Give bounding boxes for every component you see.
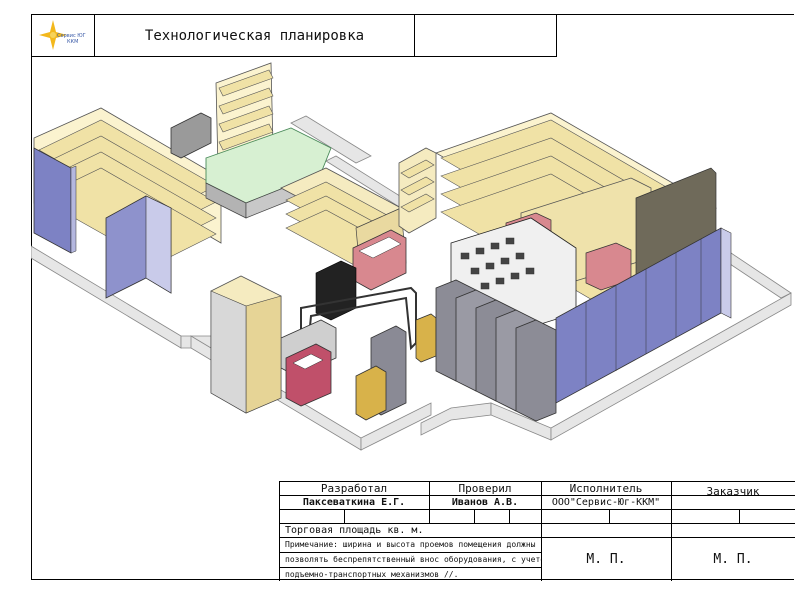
approval-stamp: Разработал Проверил Исполнитель Заказчик… [279,481,795,581]
store-layout-drawing [31,62,792,451]
floor-perimeter [31,115,792,451]
checker-name: Иванов А.В. [451,496,519,508]
drawing-sheet-border [31,14,794,580]
developed-label: Разработал [320,481,388,495]
customer-label: Заказчик [706,484,760,496]
title-block-empty-cell [415,14,557,57]
company-logo: Сервис ЮГ ККМ [31,14,95,57]
note-line-3: подъемно-транспортных механизмов //. [285,569,459,579]
executor-seal-placeholder: М. П. [586,551,626,567]
area-label: Торговая площадь кв. м. [285,524,424,536]
refrigerators-row [435,279,557,422]
logo-text-line1: Сервис ЮГ [57,33,86,39]
center-equipment-group [210,167,437,421]
logo-text-line2: ККМ [67,39,79,45]
left-shelving-group [33,62,332,299]
executor-label: Исполнитель [569,481,643,495]
developer-name: Паксеваткина Е.Г. [302,496,406,508]
logo-text: Сервис ЮГ ККМ [57,33,86,45]
note-line-1: Примечание: ширина и высота проемов поме… [285,540,536,549]
title-block: Сервис ЮГ ККМ Технологическая планировка [31,14,557,57]
customer-seal-placeholder: М. П. [713,551,753,567]
checked-label: Проверил [458,481,512,495]
drawing-title: Технологическая планировка [95,14,415,57]
right-shelving-group [398,112,732,422]
note-line-2: позволять беспрепятственный внос оборудо… [285,555,541,564]
executor-name: ООО"Сервис-Юг-ККМ" [551,496,661,508]
company-logo-star-icon [39,20,67,50]
